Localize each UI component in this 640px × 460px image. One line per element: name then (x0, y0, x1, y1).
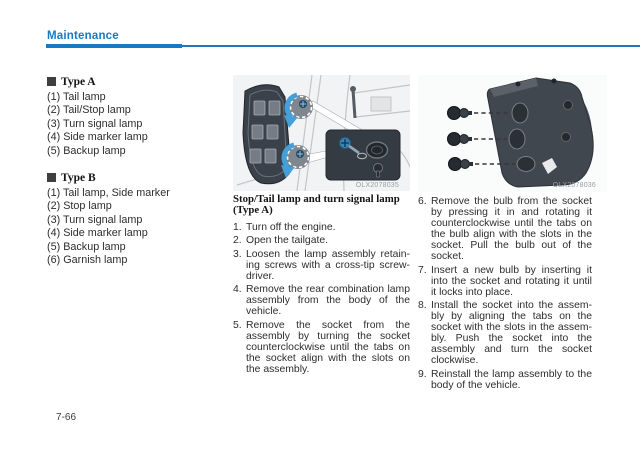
instruction-step: 2. Open the tailgate. (233, 235, 410, 246)
instruction-step: 5. Remove the socket from the assembly b… (233, 320, 410, 375)
list-item: (6) Garnish lamp (47, 254, 128, 267)
screw-icon (339, 137, 360, 155)
step-number: 6. (418, 196, 427, 207)
instruction-step: 8. Install the socket into the assem­bly… (418, 300, 592, 366)
list-item: (4) Side marker lamp (47, 131, 148, 144)
list-item: (2) Tail/Stop lamp (47, 104, 131, 117)
step-number: 9. (418, 368, 427, 380)
step-text: Install the socket into the assem­bly by… (431, 300, 592, 366)
tail-lamp-housing (242, 84, 292, 185)
header-rule-thick (46, 44, 182, 48)
lamp-assembly-body (486, 77, 594, 188)
instruction-step: 9. Reinstall the lamp assembly to the bo… (418, 369, 592, 391)
square-bullet-icon (47, 77, 56, 86)
step-number: 7. (418, 264, 427, 276)
dashed-circle-icon (289, 95, 313, 119)
step-text: Open the tailgate. (246, 235, 329, 247)
step-text: Turn off the engine. (246, 221, 336, 233)
step-number: 8. (418, 300, 427, 311)
bulb-socket-icon (448, 157, 515, 171)
socket-holes (508, 102, 536, 172)
tailgate-vent (370, 96, 392, 112)
tab-marker-icon (357, 152, 367, 160)
reflector-patch (542, 158, 557, 174)
step-number: 3. (233, 248, 242, 260)
bulb-socket-icon (447, 106, 510, 120)
step-text: Loosen the lamp assembly retain­ing scre… (246, 248, 410, 282)
steps-6-9: 6. Remove the bulb from the socket by pr… (418, 196, 592, 391)
list-item: (3) Turn signal lamp (47, 117, 143, 130)
tailgate-lamp-illustration: OLX2078035 (233, 75, 410, 191)
middle-column: OLX2078035 Stop/Tail lamp and turn signa… (233, 75, 410, 377)
figure-code: OLX2078036 (553, 182, 596, 189)
inset-detail-box (325, 129, 401, 181)
list-item: (3) Turn signal lamp (47, 213, 143, 226)
list-item: (2) Stop lamp (47, 200, 112, 213)
tailgate-strut (350, 86, 357, 119)
figure-caption: Stop/Tail lamp and turn signal lamp (Typ… (233, 193, 410, 217)
list-item: (1) Tail lamp (47, 91, 106, 103)
keyhole-icon (373, 163, 383, 178)
instruction-step: 3. Loosen the lamp assembly retain­ing s… (233, 249, 410, 282)
type-a-heading: Type A (47, 75, 222, 88)
caption-line2: (Type A) (233, 204, 273, 217)
step-number: 4. (233, 284, 242, 296)
bulb-socket-icons (447, 106, 515, 171)
screw-callout-top (284, 92, 313, 128)
step-text: Remove the socket from the assembly by t… (246, 319, 410, 375)
type-b-list: Type B (1) Tail lamp, Side marker (2) St… (47, 171, 222, 267)
step-number: 1. (233, 221, 242, 233)
step-text: Insert a new bulb by inserting it into t… (431, 264, 592, 298)
step-number: 2. (233, 235, 242, 247)
instruction-step: 6. Remove the bulb from the socket by pr… (418, 196, 592, 262)
lamp-slots (249, 100, 281, 164)
header-rule-thin (182, 45, 640, 47)
type-a-title: Type A (61, 75, 96, 88)
square-bullet-icon (47, 173, 56, 183)
step-text: Remove the bulb from the socket by press… (431, 196, 592, 262)
right-column: OLX2078036 6. Remove the bulb from the s… (418, 75, 607, 393)
screw-callout-bottom (281, 142, 310, 178)
lamp-type-lists: Type A (1) Tail lamp (2) Tail/Stop lamp … (47, 75, 222, 267)
step-text: Reinstall the lamp assembly to the body … (431, 368, 592, 391)
steps-1-5: 1. Turn off the engine. 2. Open the tail… (233, 222, 410, 375)
instruction-step: 1. Turn off the engine. (233, 222, 410, 233)
bulb-socket-icon (447, 132, 507, 146)
counterclockwise-arrow-icon (284, 92, 298, 119)
dashed-circle-icon (286, 145, 310, 169)
page-number: 7-66 (56, 412, 77, 423)
instruction-step: 4. Remove the rear combination lamp asse… (233, 284, 410, 317)
type-b-heading: Type B (47, 171, 222, 184)
socket-hole-icon (365, 141, 389, 159)
instruction-step: 7. Insert a new bulb by inserting it int… (418, 265, 592, 298)
type-b-title: Type B (61, 171, 96, 184)
step-text: Remove the rear combination lamp assembl… (246, 284, 410, 318)
lamp-assembly-illustration: OLX2078036 (418, 75, 607, 192)
list-item: (1) Tail lamp, Side marker (47, 187, 170, 200)
step-number: 5. (233, 319, 242, 331)
figure-code: OLX2078035 (356, 182, 399, 189)
caption-line1: Stop/Tail lamp and turn signal lamp (233, 193, 400, 205)
list-item: (5) Backup lamp (47, 144, 126, 157)
counterclockwise-arrow-icon (281, 142, 295, 169)
list-item: (5) Backup lamp (47, 240, 126, 253)
list-item: (4) Side marker lamp (47, 227, 148, 240)
section-title: Maintenance (47, 30, 119, 42)
type-a-list: Type A (1) Tail lamp (2) Tail/Stop lamp … (47, 75, 222, 158)
